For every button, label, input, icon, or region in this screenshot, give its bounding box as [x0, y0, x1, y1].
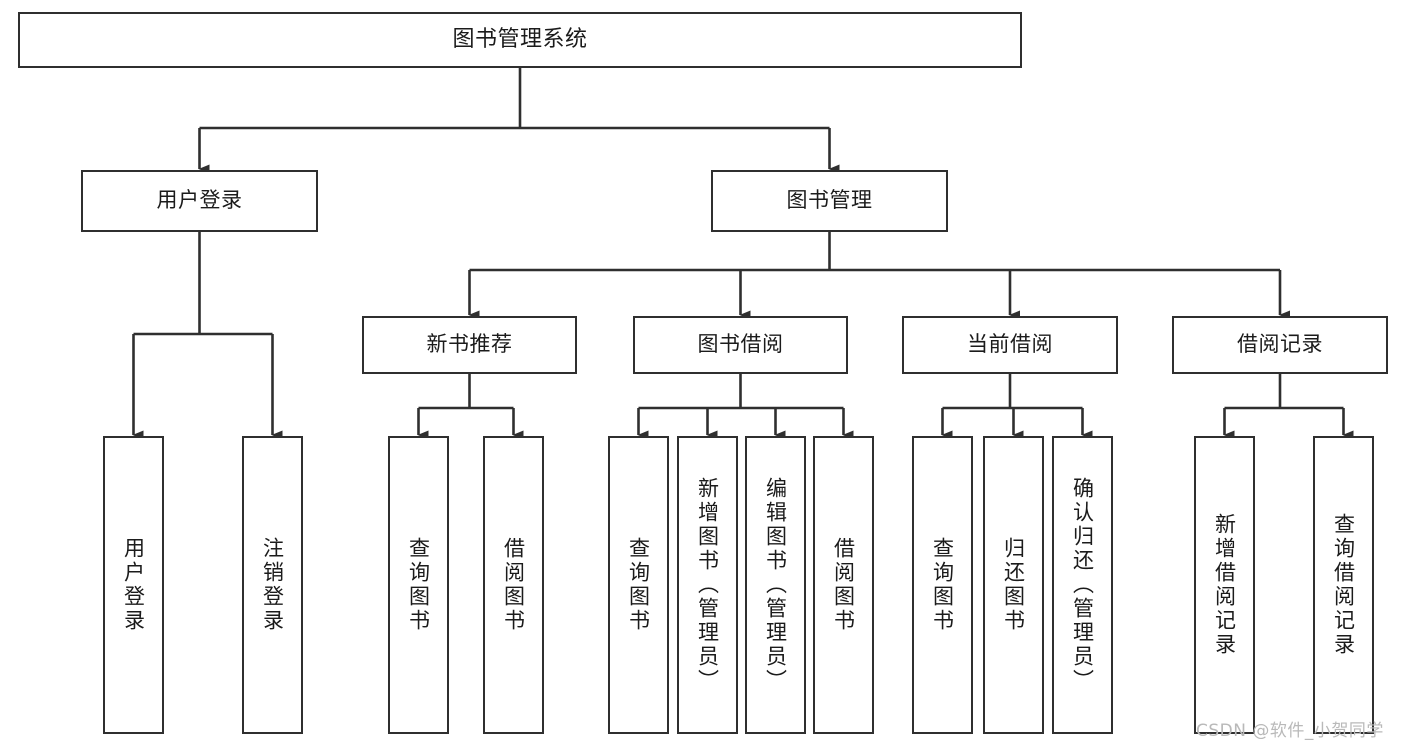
- node-leaf-query-record[interactable]: 查询借阅记录: [1313, 436, 1374, 734]
- node-leaf-edit-book[interactable]: 编辑图书（管理员）: [745, 436, 806, 734]
- node-leaf-query-book-2[interactable]: 查询图书: [608, 436, 669, 734]
- node-root-label: 图书管理系统: [452, 26, 588, 52]
- node-leaf-return-book[interactable]: 归还图书: [983, 436, 1044, 734]
- node-borrow-record[interactable]: 借阅记录: [1172, 316, 1388, 374]
- node-leaf-add-record[interactable]: 新增借阅记录: [1194, 436, 1255, 734]
- node-leaf-edit-book-label: 编辑图书（管理员）: [763, 477, 788, 693]
- node-leaf-logout[interactable]: 注销登录: [242, 436, 303, 734]
- node-leaf-user-login[interactable]: 用户登录: [103, 436, 164, 734]
- node-leaf-user-login-label: 用户登录: [121, 537, 146, 633]
- node-book-management-label: 图书管理: [786, 188, 873, 213]
- node-leaf-borrow-book-1[interactable]: 借阅图书: [483, 436, 544, 734]
- node-root[interactable]: 图书管理系统: [18, 12, 1022, 68]
- node-book-management[interactable]: 图书管理: [711, 170, 948, 232]
- node-leaf-query-record-label: 查询借阅记录: [1331, 513, 1356, 657]
- node-new-book-recommend-label: 新书推荐: [426, 332, 513, 357]
- node-leaf-add-book[interactable]: 新增图书（管理员）: [677, 436, 738, 734]
- node-leaf-query-book-3-label: 查询图书: [930, 537, 955, 633]
- node-leaf-query-book-1[interactable]: 查询图书: [388, 436, 449, 734]
- node-borrow-record-label: 借阅记录: [1237, 332, 1323, 357]
- node-leaf-borrow-book-2-label: 借阅图书: [831, 537, 856, 633]
- node-current-borrow-label: 当前借阅: [967, 332, 1053, 357]
- node-user-login[interactable]: 用户登录: [81, 170, 318, 232]
- node-current-borrow[interactable]: 当前借阅: [902, 316, 1118, 374]
- node-leaf-borrow-book-2[interactable]: 借阅图书: [813, 436, 874, 734]
- node-leaf-confirm-return[interactable]: 确认归还（管理员）: [1052, 436, 1113, 734]
- node-leaf-return-book-label: 归还图书: [1001, 537, 1026, 633]
- node-leaf-query-book-2-label: 查询图书: [626, 537, 651, 633]
- node-leaf-add-record-label: 新增借阅记录: [1212, 513, 1237, 657]
- node-leaf-add-book-label: 新增图书（管理员）: [695, 477, 720, 693]
- node-new-book-recommend[interactable]: 新书推荐: [362, 316, 577, 374]
- node-leaf-query-book-3[interactable]: 查询图书: [912, 436, 973, 734]
- node-user-login-label: 用户登录: [156, 188, 243, 213]
- node-leaf-query-book-1-label: 查询图书: [406, 537, 431, 633]
- node-leaf-logout-label: 注销登录: [260, 537, 285, 633]
- node-book-borrow[interactable]: 图书借阅: [633, 316, 848, 374]
- node-leaf-borrow-book-1-label: 借阅图书: [501, 537, 526, 633]
- node-book-borrow-label: 图书借阅: [697, 332, 784, 357]
- watermark: CSDN @软件_小贺同学: [1196, 721, 1384, 741]
- node-leaf-confirm-return-label: 确认归还（管理员）: [1070, 477, 1095, 693]
